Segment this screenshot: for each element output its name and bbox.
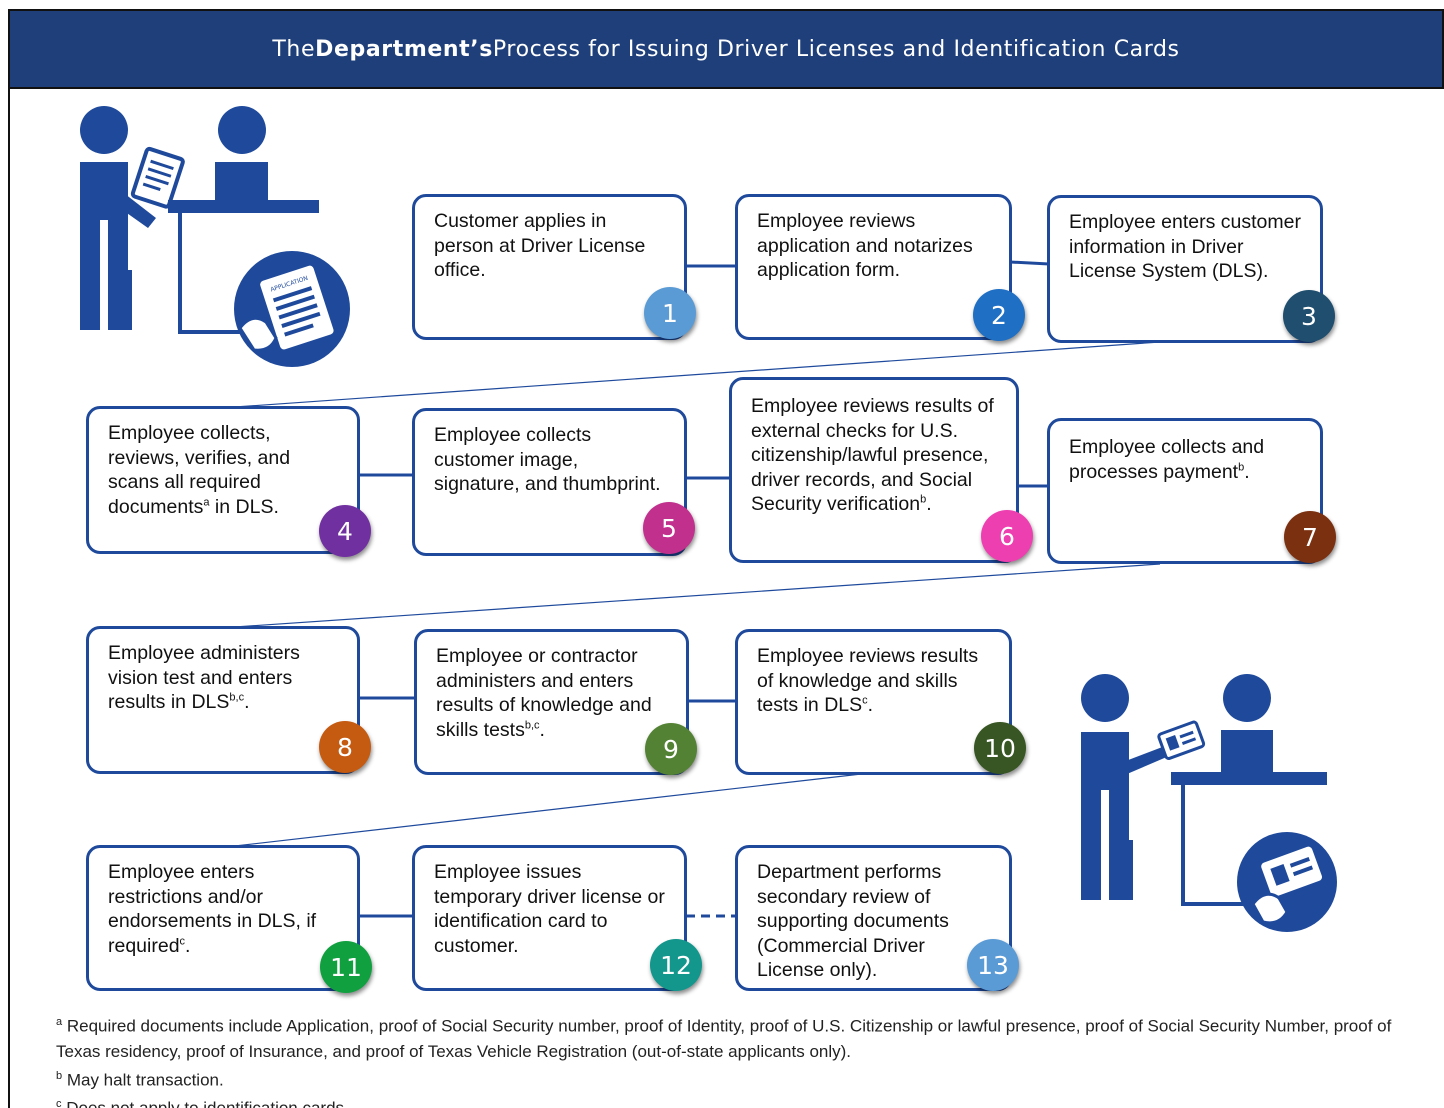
- footnote-a: a Required documents include Application…: [56, 1010, 1426, 1064]
- step-6-text: Employee reviews results of external che…: [751, 395, 994, 515]
- step-6-badge: 6: [981, 510, 1033, 562]
- footnote-c-mark: c: [56, 1098, 62, 1108]
- step-3-badge: 3: [1283, 290, 1335, 342]
- title-suffix: Process for Issuing Driver Licenses and …: [492, 36, 1180, 62]
- footnote-c: c Does not apply to identification cards…: [56, 1092, 1426, 1108]
- step-13-text: Department performs secondary review of …: [757, 861, 949, 981]
- step-1-box: Customer applies in person at Driver Lic…: [412, 194, 687, 340]
- hand-icon: [238, 316, 278, 352]
- page-title: The Department’s Process for Issuing Dri…: [8, 9, 1444, 89]
- step-4-text: Employee collects, reviews, verifies, an…: [108, 422, 291, 518]
- step-2-box: Employee reviews application and notariz…: [735, 194, 1012, 340]
- step-9-text: Employee or contractor administers and e…: [436, 645, 652, 741]
- step-4-badge: 4: [319, 505, 371, 557]
- step-4-text-end: in DLS.: [209, 495, 279, 518]
- step-5-number: 5: [661, 513, 677, 543]
- step-4-number: 4: [337, 516, 353, 546]
- hand-icon: [1251, 892, 1289, 925]
- step-10-badge: 10: [974, 722, 1026, 774]
- step-11-badge: 11: [320, 941, 372, 993]
- step-7-box: Employee collects and processes paymentb…: [1047, 418, 1323, 564]
- step-10-box: Employee reviews results of knowledge an…: [735, 629, 1012, 775]
- step-5-box: Employee collects customer image, signat…: [412, 408, 687, 556]
- connector-3-4: [234, 341, 1161, 408]
- step-10-text: Employee reviews results of knowledge an…: [757, 645, 979, 716]
- connector-10-11: [234, 772, 871, 847]
- step-9-number: 9: [663, 734, 679, 764]
- title-bold: Department’s: [315, 36, 493, 62]
- footnote-b-text: May halt transaction.: [62, 1070, 224, 1090]
- step-6-box: Employee reviews results of external che…: [729, 377, 1019, 563]
- step-1-text: Customer applies in person at Driver Lic…: [434, 210, 646, 281]
- step-2-text: Employee reviews application and notariz…: [757, 210, 973, 281]
- step-1-number: 1: [662, 298, 678, 328]
- step-11-box: Employee enters restrictions and/or endo…: [86, 845, 360, 991]
- step-8-text-end: .: [244, 691, 250, 713]
- step-12-badge: 12: [650, 939, 702, 991]
- step-7-badge: 7: [1284, 511, 1336, 563]
- footnotes: a Required documents include Application…: [56, 1010, 1426, 1108]
- step-10-number: 10: [984, 733, 1016, 763]
- footnote-ref-b: b: [1238, 461, 1245, 473]
- footnote-a-mark: a: [56, 1016, 63, 1028]
- step-13-box: Department performs secondary review of …: [735, 845, 1012, 991]
- connector-2-3: [1009, 260, 1050, 266]
- step-9-box: Employee or contractor administers and e…: [414, 629, 689, 775]
- step-9-badge: 9: [645, 723, 697, 775]
- step-11-text: Employee enters restrictions and/or endo…: [108, 861, 317, 957]
- step-8-number: 8: [337, 732, 353, 762]
- step-8-text: Employee administers vision test and ent…: [108, 642, 300, 713]
- footnote-b: b May halt transaction.: [56, 1064, 1426, 1093]
- step-11-number: 11: [330, 952, 362, 982]
- step-5-badge: 5: [643, 502, 695, 554]
- step-1-badge: 1: [644, 287, 696, 339]
- footnote-ref-b: b: [920, 493, 927, 506]
- step-2-badge: 2: [973, 289, 1025, 341]
- step-7-text: Employee collects and processes payment: [1069, 436, 1265, 483]
- footnote-ref-c: c: [862, 694, 868, 707]
- footnote-ref-a: a: [203, 496, 210, 508]
- step-3-box: Employee enters customer information in …: [1047, 195, 1323, 343]
- license-issue-illustration: [1081, 674, 1337, 932]
- footnote-a-text: Required documents include Application, …: [56, 1016, 1392, 1061]
- step-6-text-end: .: [926, 493, 932, 515]
- step-12-text: Employee issues temporary driver license…: [434, 861, 665, 957]
- step-12-number: 12: [660, 950, 692, 980]
- application-counter-illustration: APPLICATION: [80, 106, 350, 367]
- step-8-box: Employee administers vision test and ent…: [86, 626, 360, 774]
- footnote-b-mark: b: [56, 1069, 63, 1082]
- step-3-number: 3: [1301, 301, 1317, 331]
- step-6-number: 6: [999, 521, 1015, 551]
- step-5-text: Employee collects customer image, signat…: [434, 424, 661, 495]
- step-11-text-end: .: [185, 934, 191, 957]
- step-2-number: 2: [991, 300, 1007, 330]
- step-7-text-end: .: [1244, 460, 1250, 483]
- step-10-text-end: .: [867, 694, 874, 716]
- step-3-text: Employee enters customer information in …: [1069, 211, 1301, 282]
- step-4-box: Employee collects, reviews, verifies, an…: [86, 406, 360, 554]
- footnote-ref-bc: b,c: [524, 719, 540, 731]
- title-prefix: The: [272, 36, 316, 62]
- step-7-number: 7: [1302, 522, 1318, 552]
- step-13-badge: 13: [967, 939, 1019, 991]
- step-9-text-end: .: [539, 718, 545, 741]
- step-8-badge: 8: [319, 721, 371, 773]
- connector-7-8: [234, 563, 1161, 628]
- footnote-ref-c: c: [179, 935, 186, 947]
- footnote-ref-bc: b,c: [229, 691, 245, 704]
- step-12-box: Employee issues temporary driver license…: [412, 845, 687, 991]
- step-13-number: 13: [977, 950, 1009, 980]
- footnote-c-text: Does not apply to identification cards.: [62, 1099, 349, 1108]
